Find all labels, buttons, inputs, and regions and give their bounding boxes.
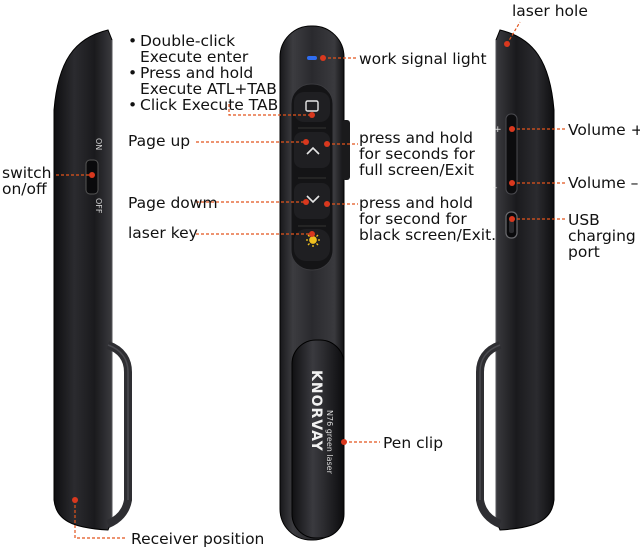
callout-line: Press and hold bbox=[128, 65, 278, 81]
minus-sign: – bbox=[493, 183, 498, 193]
volume-down-label: Volume – bbox=[568, 174, 639, 192]
callout-line: full screen/Exit bbox=[359, 161, 474, 179]
volume-rocker[interactable] bbox=[505, 113, 518, 195]
work-signal-light-label: work signal light bbox=[359, 50, 487, 68]
page-up-label: Page up bbox=[128, 132, 191, 150]
plus-sign: + bbox=[494, 125, 502, 135]
work-signal-light bbox=[307, 56, 317, 60]
laser-key-label: laser key bbox=[128, 224, 198, 242]
brand-name: KNORVAY bbox=[308, 370, 324, 452]
receiver-position-label: Receiver position bbox=[131, 530, 265, 548]
callout-line: Double-click bbox=[128, 33, 278, 49]
callout-line: for second for bbox=[359, 210, 467, 228]
callout-line: port bbox=[568, 243, 600, 261]
switch-label: switch on/off bbox=[2, 165, 51, 197]
callout-line: press and hold bbox=[359, 129, 474, 147]
callout-line: for seconds for bbox=[359, 145, 475, 163]
callout-line: Execute ATL+TAB bbox=[140, 80, 277, 98]
usb-label: USB charging port bbox=[568, 212, 636, 260]
callout-line: press and hold bbox=[359, 194, 474, 212]
switch-on-label: ON bbox=[94, 138, 103, 150]
callout-line: USB bbox=[568, 211, 600, 229]
callout-line: switch bbox=[2, 164, 52, 182]
page-down-button[interactable] bbox=[294, 183, 330, 219]
tab-button-description: Double-click Execute enter Press and hol… bbox=[128, 33, 278, 113]
side-button[interactable] bbox=[342, 120, 350, 180]
callout-line: Execute enter bbox=[140, 48, 249, 66]
front-view: KNORVAY N76 green laser bbox=[279, 25, 350, 541]
page-down-label: Page dowm bbox=[128, 194, 218, 212]
right-side-view: + – bbox=[476, 29, 555, 531]
callout-line: black screen/Exit. bbox=[359, 226, 497, 244]
laser-hole-label: laser hole bbox=[512, 2, 588, 20]
callout-dots bbox=[72, 41, 515, 503]
model-name: N76 green laser bbox=[325, 410, 334, 475]
page-up-hold-description: press and hold for seconds for full scre… bbox=[359, 130, 475, 178]
page-up-button[interactable] bbox=[294, 132, 330, 168]
switch-off-label: OFF bbox=[94, 198, 103, 214]
window-icon bbox=[305, 100, 319, 112]
chevron-up-icon bbox=[306, 146, 320, 155]
callout-line: Click Execute TAB bbox=[128, 97, 278, 113]
callout-line: charging bbox=[568, 227, 636, 245]
callout-lines bbox=[56, 21, 566, 539]
callout-line: on/off bbox=[2, 180, 47, 198]
button-panel bbox=[290, 83, 334, 271]
left-side-view: ON OFF bbox=[53, 29, 132, 531]
chevron-down-icon bbox=[306, 195, 320, 204]
pen-clip-label: Pen clip bbox=[383, 434, 444, 452]
volume-up-label: Volume + bbox=[568, 121, 640, 139]
page-down-hold-description: press and hold for second for black scre… bbox=[359, 195, 496, 243]
